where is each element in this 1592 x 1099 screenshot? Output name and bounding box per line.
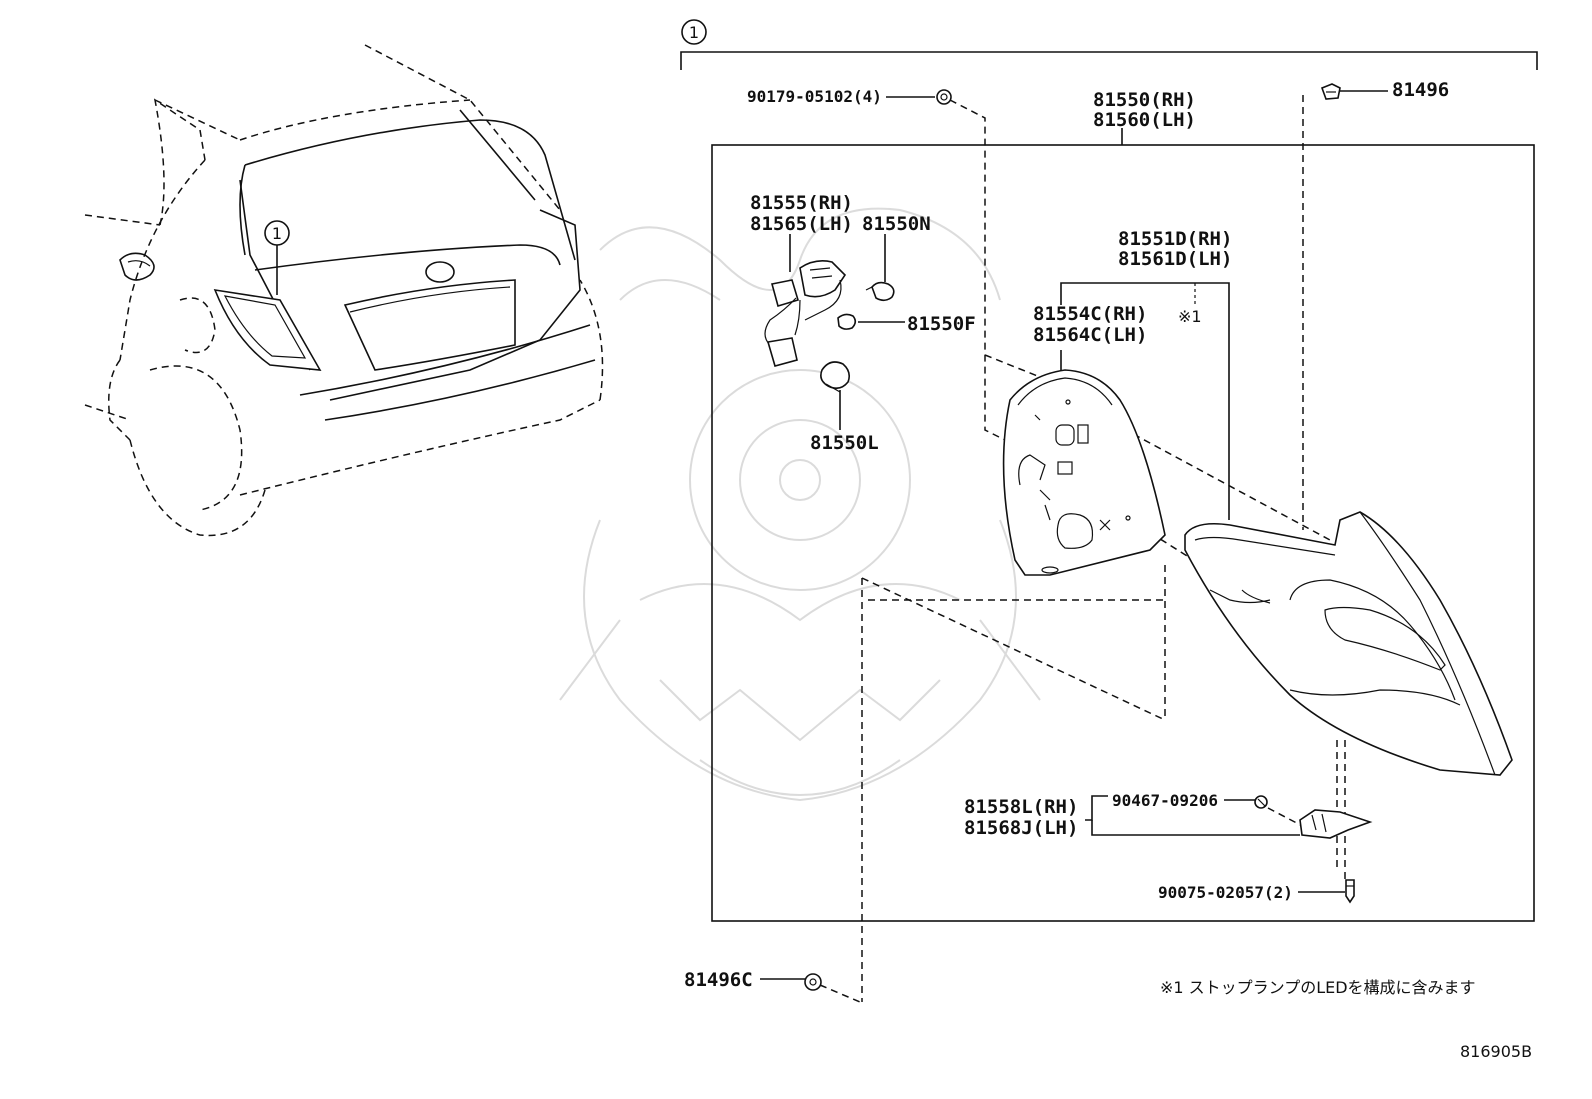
diagram-reference-code: 816905B [1460,1042,1532,1061]
part-bulb-81550n [865,281,895,302]
label-90075-02057: 90075-02057(2) [1158,883,1293,902]
label-81550l: 81550L [810,432,879,454]
label-81554c-rh: 81554C(RH) [1033,303,1147,325]
label-81496: 81496 [1392,79,1449,101]
part-screw-90075 [1345,879,1355,904]
footnote-led: ※1 ストップランプのLEDを構成に含みます [1160,978,1476,997]
label-81568j-lh: 81568J(LH) [964,817,1078,839]
part-clip-81496 [1320,83,1341,100]
assembly-callout-number: 1 [689,23,699,42]
label-81551d-rh: 81551D(RH) [1118,228,1232,250]
label-90467-09206: 90467-09206 [1112,791,1218,810]
part-lens-81551d [1184,511,1513,776]
label-81558l-rh: 81558L(RH) [964,796,1078,818]
label-81561d-lh: 81561D(LH) [1118,248,1232,270]
label-81565-lh: 81565(LH) [750,213,853,235]
part-housing-81554c [1002,369,1166,576]
vehicle-rear-view: 1 [84,44,604,537]
label-81550n: 81550N [862,213,931,235]
leader-lines [760,90,1388,980]
assembly-frame [711,144,1535,922]
label-81560-lh: 81560(LH) [1093,109,1196,131]
part-bulb-81550f [837,313,857,330]
label-81555-rh: 81555(RH) [750,192,853,214]
label-81496c: 81496C [684,969,753,991]
label-81550-rh: 81550(RH) [1093,89,1196,111]
note-marker-1: ※1 [1178,307,1202,326]
part-bracket-81558l [1299,809,1373,839]
part-screw-90179 [936,89,952,105]
car-callout-number: 1 [272,224,282,243]
assembly-bracket: 1 [680,19,1538,70]
part-socket-wire-81555 [764,260,847,367]
label-90179-05102: 90179-05102(4) [747,87,882,106]
part-clip-81496c [804,973,822,991]
watermark-emblem [559,207,1041,802]
label-81550f: 81550F [907,313,976,335]
part-bulb-81550l [820,361,850,393]
label-81564c-lh: 81564C(LH) [1033,324,1147,346]
part-labels: 90179-05102(4) 81550(RH) 81560(LH) 81496… [684,79,1532,1061]
part-screw-90467 [1254,795,1268,809]
